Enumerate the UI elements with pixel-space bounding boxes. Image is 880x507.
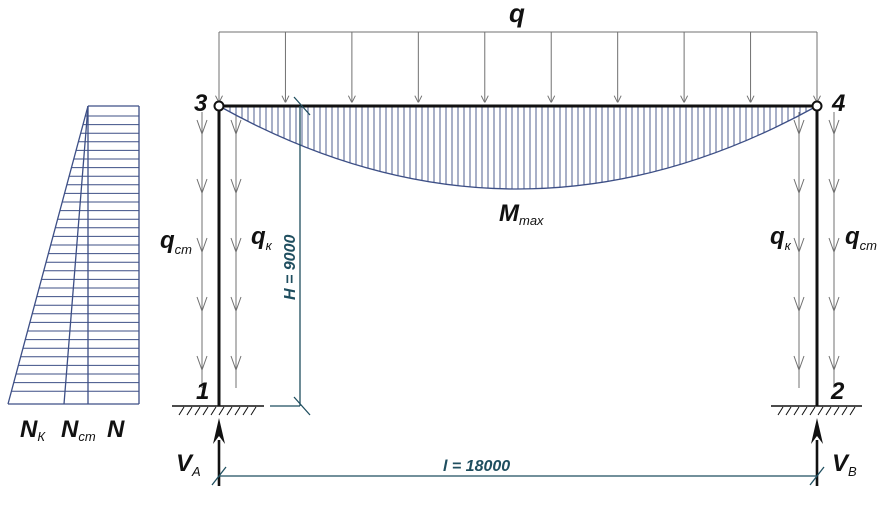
column-load-arrow (793, 237, 805, 254)
column-load-arrow (230, 355, 242, 372)
label-vb: VB (832, 450, 857, 479)
dimension-span (211, 466, 825, 486)
label-height: H = 9000 (282, 235, 299, 300)
support-left (172, 405, 264, 416)
node-3: 3 (194, 90, 208, 117)
label-span: l = 18000 (443, 458, 510, 475)
hinge-4 (811, 100, 823, 112)
column-load-arrow (793, 119, 805, 136)
dimension-height (270, 96, 311, 416)
label-va: VA (176, 450, 201, 479)
column-load-arrow (196, 355, 208, 372)
column-load-arrow (793, 355, 805, 372)
reaction-vb (811, 418, 823, 486)
column-load-arrow (230, 237, 242, 254)
label-n-st: Nст (61, 416, 96, 444)
node-2: 2 (830, 378, 845, 405)
label-n-k: NК (20, 416, 46, 444)
column-load-arrow (828, 296, 840, 313)
label-q-st-left: qст (160, 227, 192, 257)
frame (213, 100, 823, 406)
label-m-max: Mmax (499, 200, 544, 228)
moment-diagram (218, 105, 818, 190)
reaction-va (213, 418, 225, 486)
label-q-st-right: qст (845, 223, 877, 253)
column-load-arrow (793, 178, 805, 195)
label-n: N (107, 416, 125, 443)
column-load-arrow (196, 237, 208, 254)
column-load-arrow (230, 119, 242, 136)
support-right (771, 405, 862, 416)
column-load-arrow (196, 178, 208, 195)
label-q-k-left: qк (251, 223, 273, 253)
node-1: 1 (196, 378, 209, 405)
column-load-arrow (230, 296, 242, 313)
column-loads (196, 112, 840, 388)
column-load-arrow (828, 178, 840, 195)
hinge-3 (213, 100, 225, 112)
label-q: q (509, 0, 525, 28)
node-4: 4 (831, 90, 845, 117)
column-load-arrow (196, 119, 208, 136)
column-load-arrow (196, 296, 208, 313)
column-load-arrow (230, 178, 242, 195)
label-q-k-right: qк (770, 223, 792, 253)
column-load-arrow (828, 119, 840, 136)
column-load-arrow (828, 355, 840, 372)
column-load-arrow (828, 237, 840, 254)
axial-force-diagram (7, 105, 140, 405)
column-load-arrow (793, 296, 805, 313)
distributed-load-q (219, 31, 817, 102)
